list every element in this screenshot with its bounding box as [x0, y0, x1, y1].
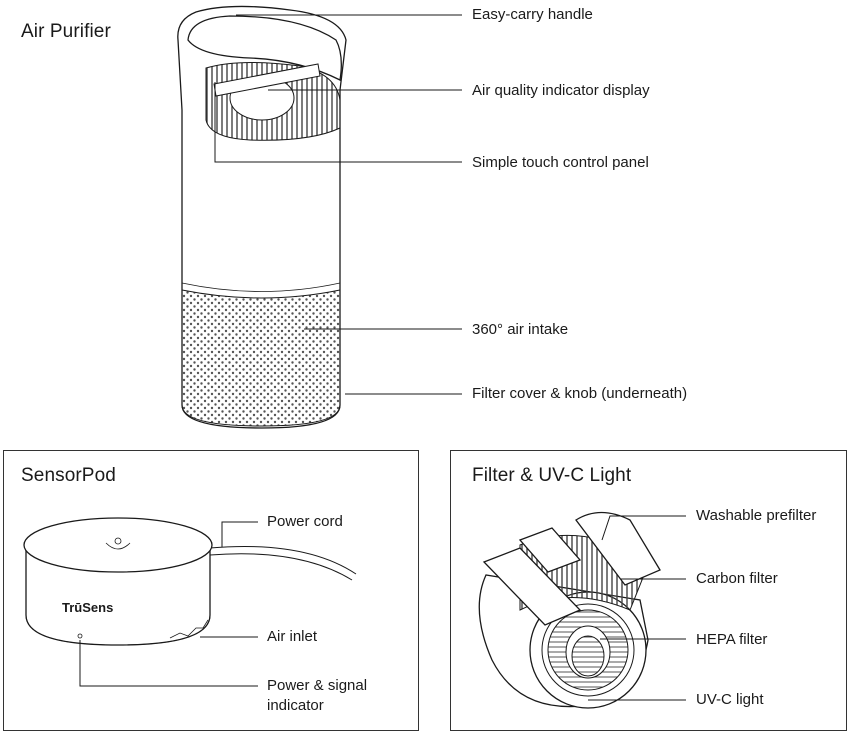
- label-easy-carry-handle: Easy-carry handle: [472, 6, 593, 23]
- purifier-leader-lines: [214, 14, 462, 395]
- label-air-intake: 360° air intake: [472, 321, 569, 338]
- label-air-inlet: Air inlet: [267, 628, 318, 645]
- sensorpod-panel: [3, 450, 419, 731]
- label-washable-prefilter: Washable prefilter: [696, 507, 817, 524]
- label-power-cord: Power cord: [267, 513, 343, 530]
- sensorpod-brand: TrūSens: [62, 600, 114, 615]
- filter-panel: [450, 450, 847, 731]
- label-filter-cover: Filter cover & knob (underneath): [472, 385, 688, 402]
- label-touch-control-panel: Simple touch control panel: [472, 154, 649, 171]
- filter-illustration: [478, 511, 661, 709]
- label-hepa-filter: HEPA filter: [696, 631, 768, 648]
- filter-leader-lines: [588, 515, 686, 701]
- sensorpod-leader-lines: [79, 521, 258, 687]
- label-uvc-light: UV-C light: [696, 691, 764, 708]
- label-power-signal-line1: Power & signal: [267, 677, 368, 694]
- air-purifier-title: Air Purifier: [21, 21, 111, 42]
- label-air-quality-display: Air quality indicator display: [472, 82, 650, 99]
- sensorpod-illustration: [23, 517, 357, 646]
- air-purifier-illustration: [177, 5, 347, 429]
- label-carbon-filter: Carbon filter: [696, 570, 778, 587]
- filter-title: Filter & UV-C Light: [472, 465, 632, 486]
- label-power-signal-line2: indicator: [267, 697, 324, 714]
- sensorpod-title: SensorPod: [21, 465, 116, 486]
